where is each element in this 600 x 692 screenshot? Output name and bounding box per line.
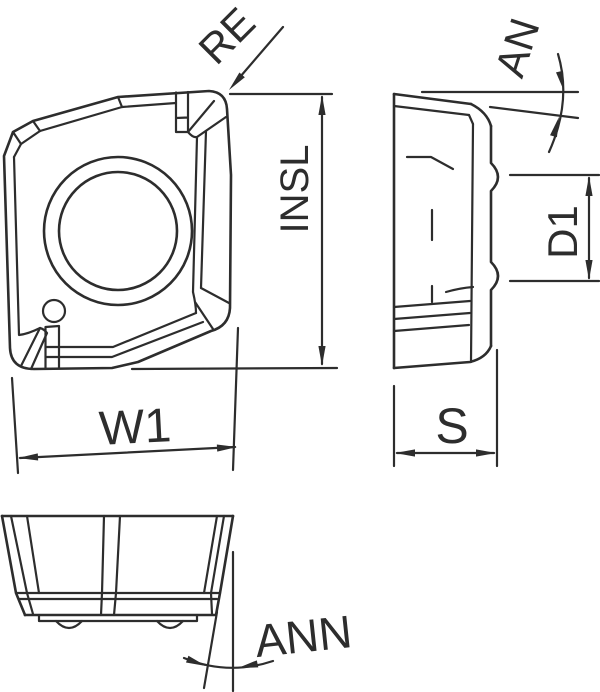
re-leader-line: [232, 25, 285, 86]
side-top-edge-inner: [392, 104, 471, 117]
an-arc: [547, 52, 565, 154]
front-foot-boss-1: [54, 619, 84, 630]
ann-arrow-right: [237, 660, 259, 672]
w1-dimension: W1: [10, 326, 240, 475]
side-bottom-edge: [392, 344, 493, 370]
facet-tick-2: [11, 130, 23, 146]
bottom-land-line-2: [57, 320, 205, 359]
d1-arrow-bottom: [585, 260, 593, 280]
insl-arrow-bottom: [318, 346, 326, 366]
left-land-line: [12, 155, 42, 337]
corner-facet-br: [191, 286, 231, 331]
re-dimension: RE: [189, 0, 285, 93]
corner-pocket-band-bl: [44, 324, 61, 370]
side-seat-line-1: [392, 299, 472, 309]
side-front-chamfer: [469, 102, 493, 128]
corner-facet-bl: [19, 326, 49, 371]
re-arrowhead: [226, 72, 245, 93]
s-arrow-left: [395, 449, 415, 457]
right-land-line-2: [199, 129, 208, 290]
top-view: [2, 89, 233, 371]
an-dimension: AN: [420, 13, 580, 154]
ann-face-ext-line: [202, 610, 219, 690]
w1-ext-line-left: [10, 376, 20, 475]
side-front-edge-with-bosses: [489, 124, 500, 348]
top-land-line: [120, 101, 178, 109]
insl-ext-line-bottom: [130, 366, 339, 371]
ann-arrow-left: [185, 655, 208, 670]
side-view: [392, 92, 500, 370]
side-lower-profile-line: [444, 285, 475, 294]
d1-arrow-top: [585, 176, 593, 196]
an-label: AN: [486, 13, 549, 83]
hole-countersink-circle: [42, 155, 194, 307]
an-arrow-top: [555, 70, 568, 92]
d1-dimension: D1: [508, 173, 600, 283]
bottom-land-line-1: [57, 311, 198, 349]
ann-dimension: ANN: [182, 550, 354, 692]
facet-tick-3: [116, 95, 124, 109]
w1-arrow-left: [17, 453, 39, 462]
insl-dimension: INSL: [130, 92, 339, 371]
front-foot-boss-2: [155, 619, 185, 630]
side-top-edge: [392, 92, 473, 106]
front-seat-lip: [37, 613, 199, 623]
side-seat-line-3: [392, 323, 471, 333]
front-view: [0, 514, 235, 630]
insl-arrow-top: [318, 95, 326, 115]
side-seat-line-2: [392, 311, 472, 321]
w1-ext-line-right: [231, 326, 240, 472]
s-dimension: S: [392, 348, 499, 468]
side-front-inner-edge: [469, 122, 475, 364]
index-dot-circle: [41, 298, 67, 324]
hole-bore-circle: [57, 170, 179, 292]
insl-label: INSL: [273, 145, 317, 234]
front-mid-band-2: [112, 514, 122, 617]
top-view-outline: [2, 89, 233, 371]
w1-label: W1: [98, 399, 173, 456]
s-arrow-right: [476, 449, 496, 457]
front-right-edge: [214, 514, 235, 617]
ann-label: ANN: [252, 605, 354, 667]
w1-dim-line: [18, 445, 237, 460]
front-left-inner-2: [25, 514, 41, 595]
side-chipbreaker-line: [405, 155, 455, 171]
s-label: S: [435, 398, 468, 454]
facet-tick-1: [31, 119, 42, 133]
an-face-ext-line: [488, 105, 580, 120]
right-land-line-1: [191, 135, 199, 294]
front-right-inner-2: [202, 514, 219, 595]
top-left-land: [12, 105, 124, 159]
front-mid-band-1: [99, 514, 106, 617]
side-front-chamfer-inner: [467, 113, 475, 126]
corner-pocket-band-tr: [174, 90, 190, 134]
d1-label: D1: [539, 205, 586, 259]
